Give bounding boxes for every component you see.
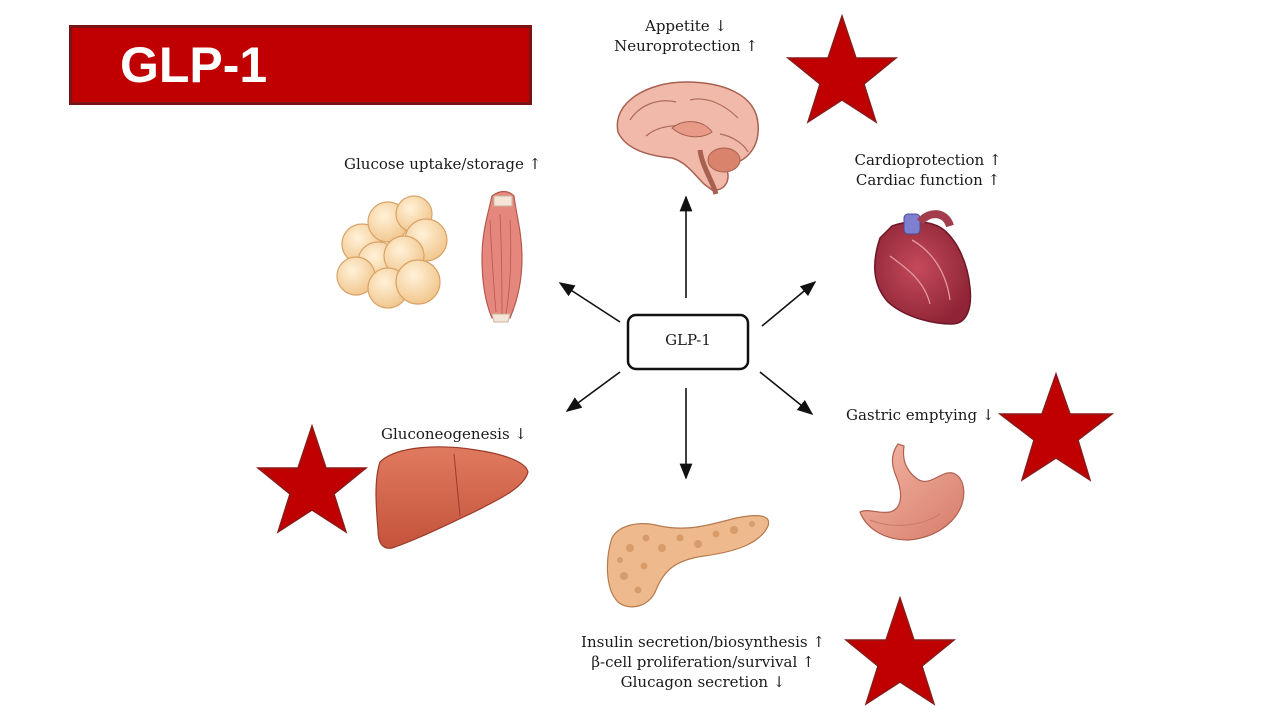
arrows — [558, 195, 817, 480]
liver-effect-1: Gluconeogenesis ↓ — [381, 425, 527, 443]
star-brain-icon — [785, 13, 899, 124]
pancreas-effect-1: Insulin secretion/biosynthesis ↑ — [581, 633, 825, 651]
arrow-to-liver — [565, 371, 621, 412]
star-stomach-icon — [997, 371, 1115, 482]
center-box-label: GLP-1 — [665, 331, 711, 349]
brain-effect-2: Neuroprotection ↑ — [614, 37, 758, 55]
liver-label: Gluconeogenesis ↓ — [381, 424, 527, 444]
fat-cells-illustration — [336, 195, 448, 309]
stomach-illustration — [859, 443, 965, 541]
star-pancreas-icon — [843, 595, 957, 706]
stomach-effect-1: Gastric emptying ↓ — [846, 406, 995, 424]
muscle-fat-effect-1: Glucose uptake/storage ↑ — [344, 155, 542, 173]
heart-label: Cardioprotection ↑ Cardiac function ↑ — [848, 150, 1008, 190]
muscle-fat-label: Glucose uptake/storage ↑ — [344, 154, 541, 174]
pancreas-effect-3: Glucagon secretion ↓ — [620, 673, 786, 691]
pancreas-illustration — [606, 515, 770, 608]
star-liver-icon — [255, 423, 369, 534]
brain-effect-1: Appetite ↓ — [645, 17, 727, 35]
liver-illustration — [375, 446, 529, 549]
pancreas-effect-2: β-cell proliferation/survival ↑ — [591, 653, 815, 671]
heart-effect-2: Cardiac function ↑ — [855, 171, 1001, 189]
arrow-to-heart — [761, 280, 817, 327]
heart-effect-1: Cardioprotection ↑ — [854, 151, 1002, 169]
brain-illustration — [616, 81, 759, 195]
heart-illustration — [874, 210, 972, 325]
muscle-illustration — [481, 190, 523, 323]
center-box — [626, 313, 750, 371]
slide-title: GLP-1 — [120, 37, 268, 93]
slide-title-banner: GLP-1 — [69, 25, 532, 105]
arrow-to-muscle-fat — [558, 282, 621, 323]
arrow-to-stomach — [759, 371, 814, 416]
pancreas-label: Insulin secretion/biosynthesis ↑ β-cell … — [572, 632, 834, 692]
brain-label: Appetite ↓ Neuroprotection ↑ — [605, 16, 767, 56]
stomach-label: Gastric emptying ↓ — [846, 405, 994, 425]
